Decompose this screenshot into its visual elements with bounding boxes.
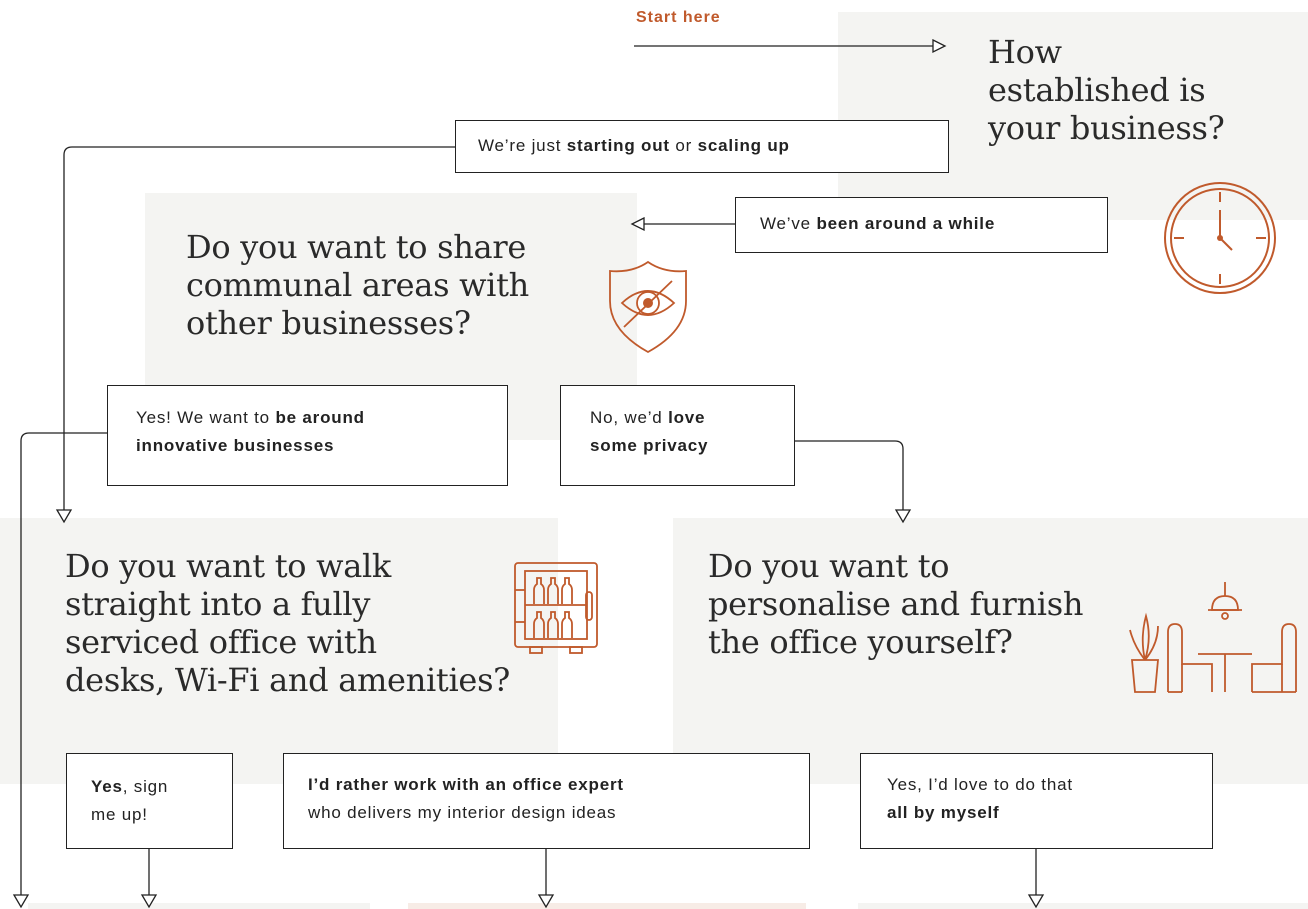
panel-q3 (0, 518, 558, 784)
answer-by-myself[interactable]: Yes, I’d love to do that all by myself (860, 753, 1213, 849)
panel-bottom-3 (858, 903, 1308, 909)
answer-starting-out[interactable]: We’re just starting out or scaling up (455, 120, 949, 173)
answer-yes-innovative[interactable]: Yes! We want to be around innovative bus… (107, 385, 508, 486)
panel-q4 (673, 518, 1308, 784)
privacy-shield-icon (609, 260, 687, 354)
answer-been-around[interactable]: We’ve been around a while (735, 197, 1108, 253)
answer-sign-up[interactable]: Yes, sign me up! (66, 753, 233, 849)
fridge-icon (514, 562, 598, 654)
panel-bottom-1 (28, 903, 370, 909)
start-label: Start here (636, 9, 721, 26)
furniture-icon (1129, 582, 1297, 693)
clock-icon (1164, 182, 1276, 294)
answer-privacy[interactable]: No, we’d love some privacy (560, 385, 795, 486)
answer-office-expert[interactable]: I’d rather work with an office expert wh… (283, 753, 810, 849)
panel-q1 (838, 12, 1308, 220)
panel-bottom-2 (408, 903, 806, 909)
